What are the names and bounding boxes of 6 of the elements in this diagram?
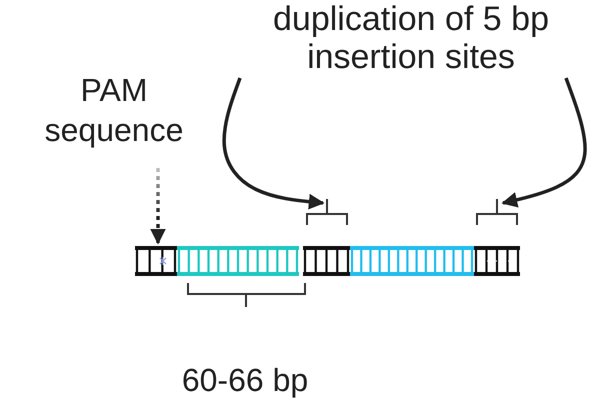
- annotation-text: PAM sequence: [44, 71, 184, 150]
- arrow: [150, 168, 166, 245]
- arrow: [501, 77, 587, 208]
- length-label: 60-66 bp: [180, 361, 310, 400]
- annotation-text: duplication of 5 bp insertion sites: [272, 0, 550, 76]
- arrow: [222, 77, 325, 210]
